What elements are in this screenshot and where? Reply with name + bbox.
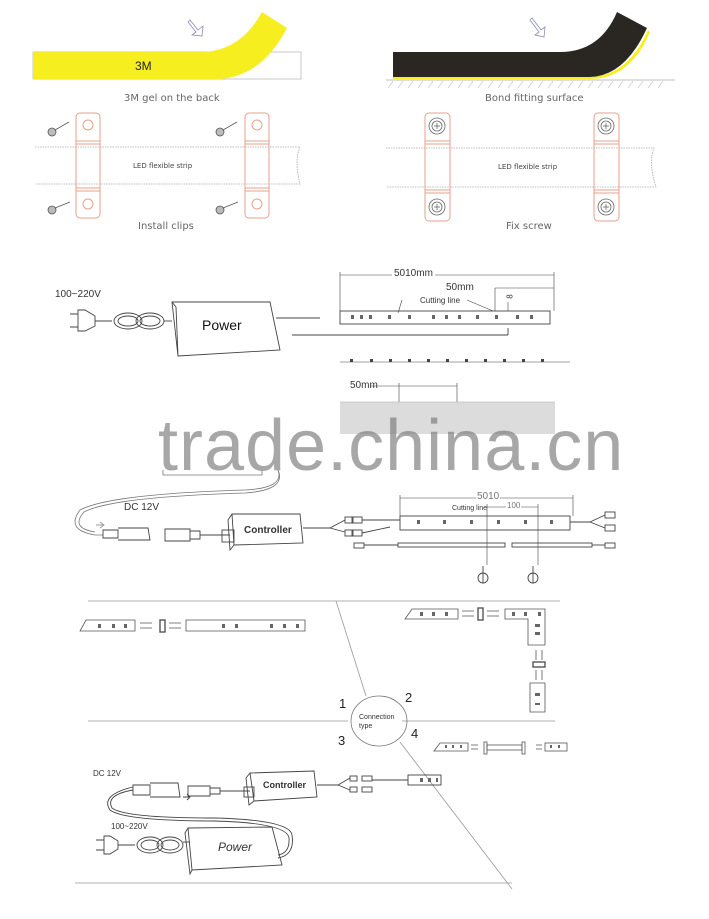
cutting-line-label-2: Cutting line — [452, 505, 488, 512]
connection-label-1: Connection — [359, 714, 395, 721]
screw-icon — [47, 121, 239, 215]
press-arrow-icon — [529, 17, 546, 38]
bond-panel — [386, 12, 675, 89]
plug-icon — [70, 309, 112, 332]
input-voltage-label: 100~220V — [55, 289, 101, 300]
power-label: Power — [202, 317, 242, 333]
bond-caption: Bond fitting surface — [485, 93, 584, 104]
connection-type-4 — [433, 741, 568, 755]
length-dimension: 5010mm — [392, 268, 435, 279]
clips-caption: Install clips — [138, 221, 194, 232]
segment-dimension-2: 50mm — [350, 380, 378, 391]
input-voltage-label-2: 100~220V — [111, 822, 148, 831]
quadrant-2: 2 — [405, 690, 413, 705]
dc-socket-icon — [164, 528, 230, 542]
plug-icon — [96, 835, 135, 855]
strip-label-right: LED flexible strip — [498, 163, 558, 171]
wiring-bottom — [96, 770, 442, 876]
watermark: trade.china.cn — [158, 406, 625, 486]
connection-label-2: type — [359, 723, 373, 730]
controller-label-2: Controller — [263, 780, 307, 790]
clips-panel — [35, 112, 301, 219]
scissors-icon — [477, 566, 539, 584]
dc-voltage-label: DC 12V — [124, 502, 160, 513]
length-dimension-2: 5010 — [476, 491, 501, 502]
quadrant-3: 3 — [338, 733, 346, 748]
connection-type-1 — [79, 619, 306, 633]
screw-head-icon — [428, 117, 615, 216]
screw-caption: Fix screw — [506, 221, 552, 232]
tape-panel — [32, 12, 302, 80]
wiring-single — [70, 272, 570, 434]
dc-voltage-label-2: DC 12V — [93, 769, 122, 778]
connection-section — [75, 600, 560, 890]
tape-label: 3M — [135, 59, 152, 73]
controller-label: Controller — [244, 525, 292, 536]
connection-type-2 — [404, 607, 546, 713]
quadrant-1: 1 — [339, 696, 347, 711]
width-dimension: 8 — [505, 294, 515, 299]
screw-panel — [386, 112, 657, 222]
quadrant-4: 4 — [411, 726, 419, 741]
press-arrow-icon — [187, 19, 204, 37]
wiring-cable — [74, 469, 280, 536]
wiring-controller — [96, 495, 616, 584]
cutting-line-label: Cutting line — [420, 296, 461, 305]
segment-dimension-3: 100 — [506, 501, 522, 510]
segment-dimension: 50mm — [444, 282, 476, 293]
strip-label-left: LED flexible strip — [133, 162, 193, 170]
tape-caption: 3M gel on the back — [124, 93, 220, 104]
dc-plug-icon — [102, 527, 151, 541]
power-label-2: Power — [218, 840, 253, 854]
